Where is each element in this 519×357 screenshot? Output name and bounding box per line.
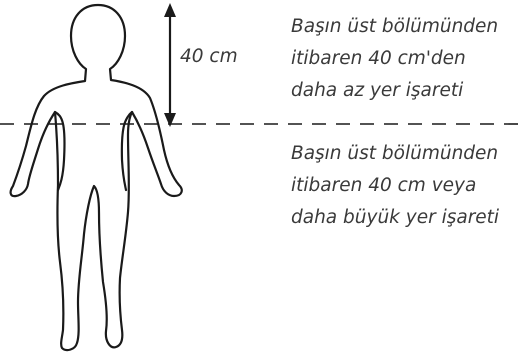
caption-above-line-1: Başın üst bölümünden: [291, 11, 498, 43]
caption-above-threshold: Başın üst bölümünden itibaren 40 cm'den …: [291, 11, 498, 107]
human-figure-outline: [11, 5, 182, 350]
measure-arrow-down-head: [164, 113, 176, 127]
caption-above-line-2: itibaren 40 cm'den: [291, 43, 498, 75]
measure-arrow-up-head: [164, 3, 176, 17]
caption-below-line-3: daha büyük yer işareti: [291, 202, 499, 234]
caption-below-threshold: Başın üst bölümünden itibaren 40 cm veya…: [291, 138, 499, 234]
measure-label: 40 cm: [180, 44, 238, 70]
caption-below-line-2: itibaren 40 cm veya: [291, 170, 499, 202]
caption-below-line-1: Başın üst bölümünden: [291, 138, 499, 170]
caption-above-line-3: daha az yer işareti: [291, 75, 498, 107]
